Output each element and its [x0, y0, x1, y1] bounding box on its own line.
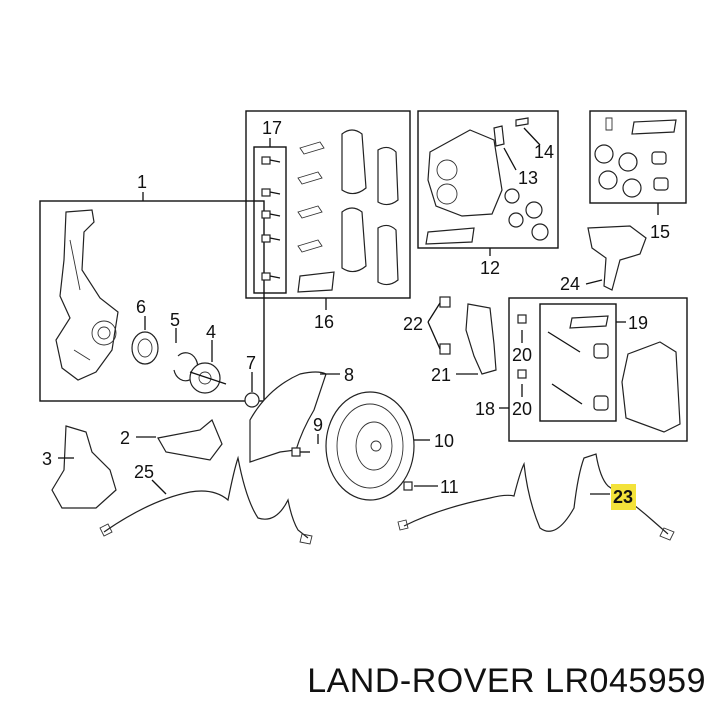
callout-19: 19	[628, 313, 648, 333]
callout-23: 23	[613, 487, 633, 507]
bolt-20a	[517, 314, 527, 324]
brand-name: LAND-ROVER	[307, 662, 536, 700]
splash-shield	[249, 371, 327, 463]
bleeder-screw	[493, 125, 505, 147]
brake-caliper	[427, 129, 503, 217]
callout-3: 3	[42, 449, 52, 469]
callout-1: 1	[137, 172, 147, 192]
pad-bolt-set	[261, 156, 281, 281]
guide-pin-kit	[547, 315, 609, 411]
caliper-group-box	[417, 110, 559, 249]
callout-15: 15	[650, 222, 670, 242]
wheel-hub	[189, 362, 221, 394]
knuckle-group-box	[39, 200, 265, 402]
callout-17: 17	[262, 118, 282, 138]
brake-disc	[325, 391, 415, 501]
callout-18: 18	[475, 399, 495, 419]
pad-kit-box	[245, 110, 411, 299]
callout-10: 10	[434, 431, 454, 451]
seal-kit-box	[589, 110, 687, 204]
callout-9: 9	[313, 415, 323, 435]
guide-pin-subgroup-box	[539, 303, 617, 422]
caliper-shim	[425, 227, 475, 245]
bolt-22b	[439, 343, 451, 355]
caliper-carrier	[621, 341, 681, 433]
callout-22: 22	[403, 314, 423, 334]
abs-sensor-cable-25	[103, 455, 309, 539]
caliper-seals	[504, 188, 549, 241]
bolt-20b	[517, 369, 527, 379]
bleeder-cap	[515, 117, 529, 127]
callout-20a: 20	[512, 345, 532, 365]
bolt-22a	[439, 296, 451, 308]
lower-shield	[51, 425, 117, 509]
disc-screw	[403, 481, 413, 491]
callout-5: 5	[170, 310, 180, 330]
part-number-footer: LAND-ROVER LR045959	[0, 662, 706, 701]
shield-screw	[291, 447, 301, 457]
anti-rattle-clips	[297, 141, 325, 253]
part-number: LR045959	[545, 662, 706, 700]
callout-7: 7	[246, 353, 256, 373]
callout-21: 21	[431, 365, 451, 385]
pad-wear-shim	[297, 271, 335, 293]
part-highlight	[611, 484, 636, 510]
seal-kit-parts	[594, 117, 677, 198]
wheel-bearing	[131, 331, 159, 365]
callout-20b: 20	[512, 399, 532, 419]
carrier-group-box	[508, 297, 688, 442]
steering-knuckle	[55, 209, 119, 381]
bolt-subgroup-box	[253, 146, 287, 294]
callout-25: 25	[134, 462, 154, 482]
callout-13: 13	[518, 168, 538, 188]
brake-pads	[341, 129, 399, 286]
callout-6: 6	[136, 297, 146, 317]
callout-11: 11	[440, 477, 459, 497]
dust-shield-plate	[157, 419, 223, 461]
callout-16: 16	[314, 312, 334, 332]
abs-sensor-cable-23	[403, 453, 669, 535]
caliper-bracket-plate	[465, 303, 497, 375]
callout-14: 14	[534, 142, 554, 162]
callout-12: 12	[480, 258, 500, 278]
callout-4: 4	[206, 322, 216, 342]
callout-8: 8	[344, 365, 354, 385]
callout-2: 2	[120, 428, 130, 448]
sensor-bracket	[587, 225, 647, 291]
hub-nut	[244, 392, 260, 408]
callout-24: 24	[560, 274, 580, 294]
